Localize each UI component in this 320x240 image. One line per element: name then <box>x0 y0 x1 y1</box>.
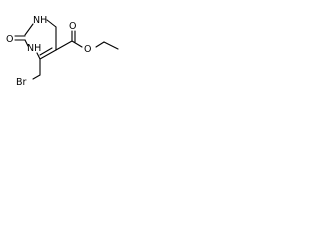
atom-label-nh-top: NH <box>33 15 47 26</box>
atom-label-o-ester: O <box>84 44 91 55</box>
ester-bonds <box>55 30 119 51</box>
bond-c4-n3 <box>36 52 41 60</box>
carbonyl-bond <box>14 35 26 41</box>
molecule-structure: NH NH O O O Br <box>6 15 119 88</box>
bromomethyl-bonds <box>32 58 41 80</box>
bond-o-ch2 <box>95 41 105 48</box>
atom-label-br: Br <box>16 77 27 88</box>
structure-canvas: NH NH O O O Br <box>0 0 130 96</box>
bond-cester-o <box>71 40 83 48</box>
bond-c5-cester <box>55 40 73 51</box>
bond-n1-c6 <box>46 19 57 28</box>
atom-label-o-ester-carbonyl: O <box>69 21 76 32</box>
ring-bonds <box>24 19 57 60</box>
bond-n3-c2 <box>24 39 29 47</box>
bond-c2-n1 <box>24 23 34 36</box>
atom-label-nh-left: NH <box>27 43 41 54</box>
bond-ch2-ch3 <box>103 41 119 50</box>
bond-c5-c4 <box>39 49 57 60</box>
atom-label-o-carbonyl: O <box>6 34 13 45</box>
bond-c5-c4-inner <box>39 47 53 56</box>
bond-ch2-br <box>32 74 41 80</box>
